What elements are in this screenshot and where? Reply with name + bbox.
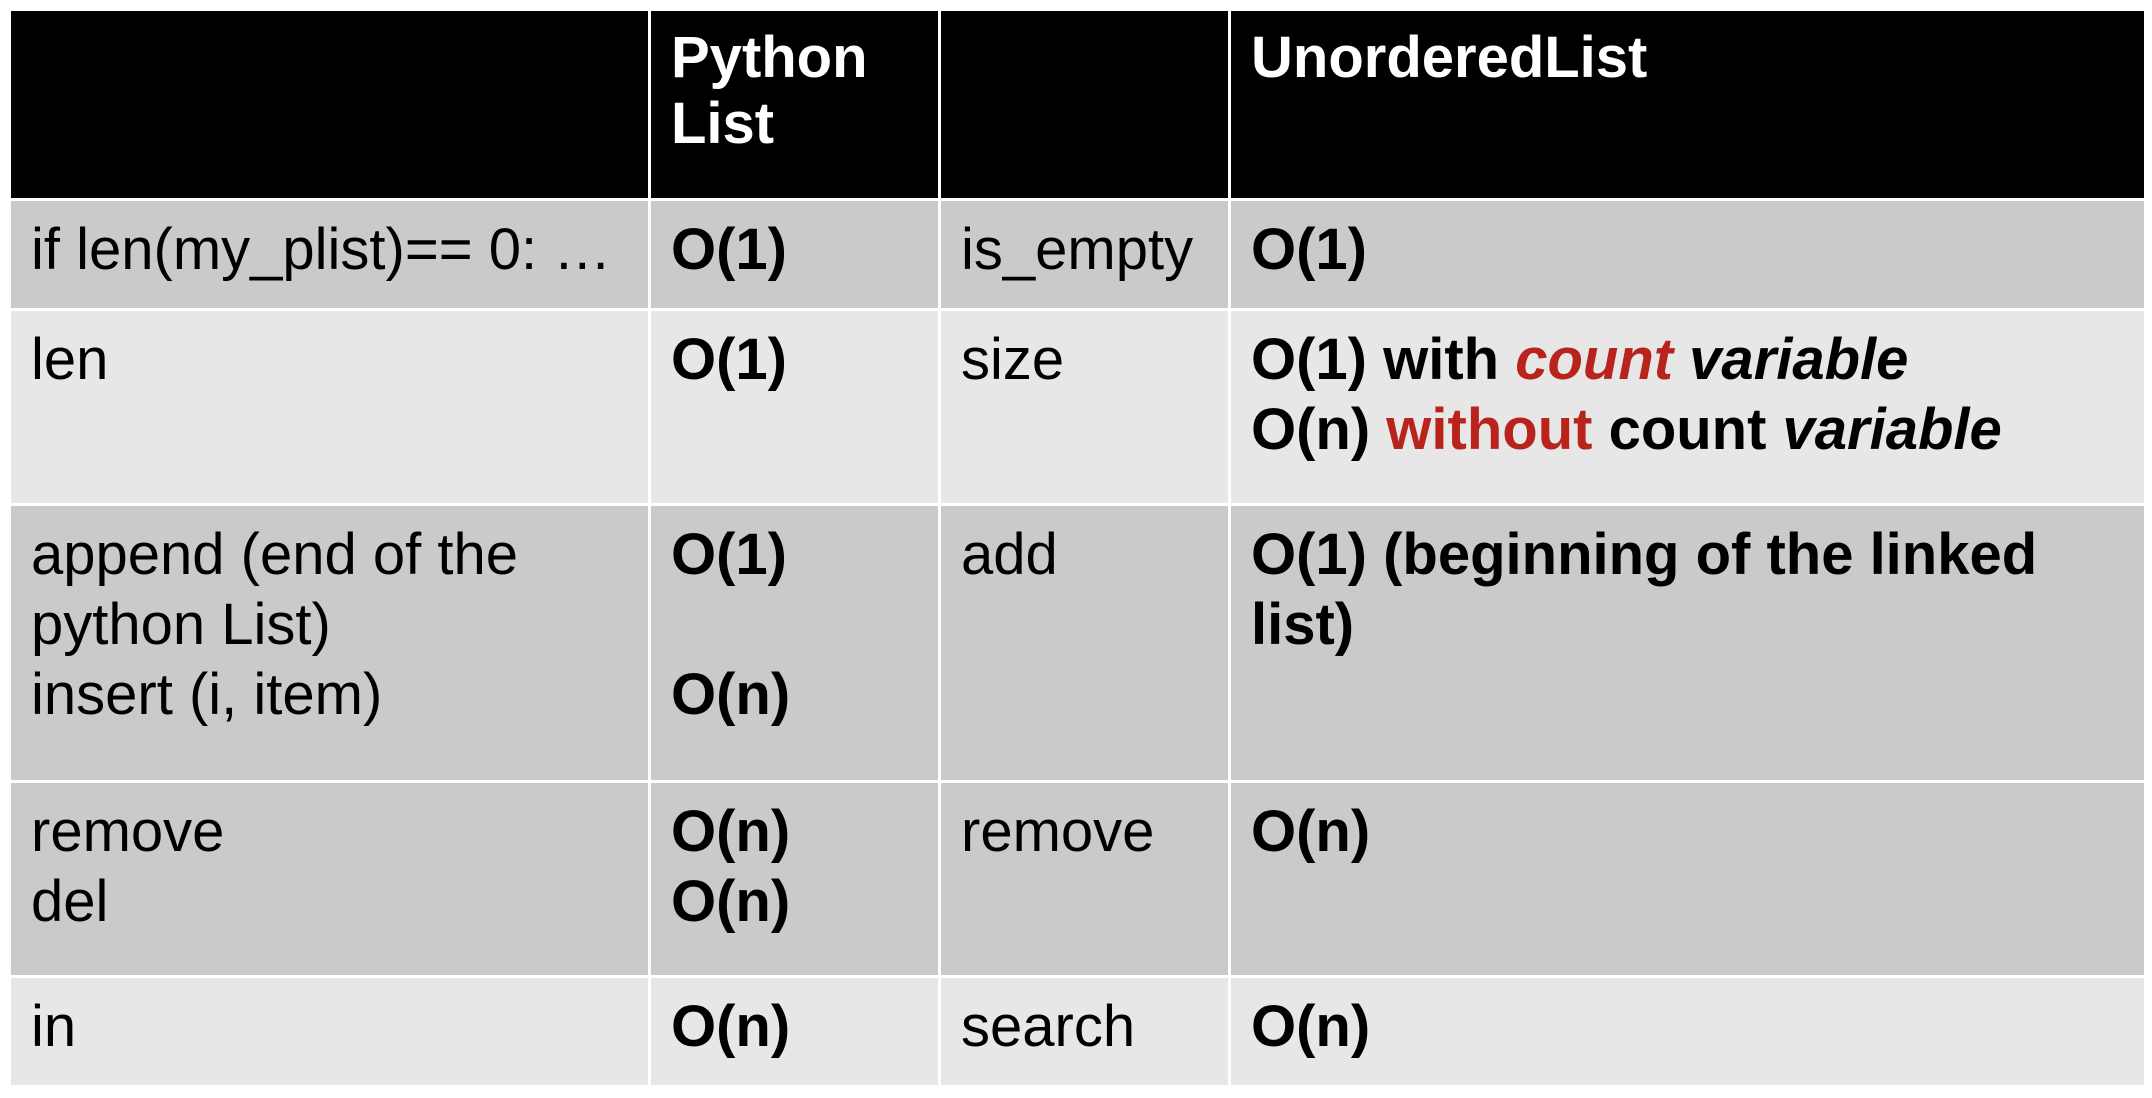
table-row: remove del O(n) O(n) remove O(n) (8, 780, 2147, 978)
unordered-list-complexity-cell: O(1) (beginning of the linked list) (1228, 503, 2147, 783)
unordered-list-complexity-cell: O(1) with count variable O(n) without co… (1228, 308, 2147, 506)
unordered-list-complexity-cell: O(1) (1228, 198, 2147, 311)
count-highlight: count (1515, 327, 1674, 392)
table-row: len O(1) size O(1) with count variable O… (8, 308, 2147, 506)
python-complexity-cell: O(1) (648, 198, 941, 311)
unordered-list-operation-cell: remove (938, 780, 1231, 978)
unordered-list-operation-cell: is_empty (938, 198, 1231, 311)
complexity-comparison-table: Python List UnorderedList if len(my_plis… (8, 8, 2147, 1088)
table-row: append (end of the python List) insert (… (8, 503, 2147, 783)
size-complexity-with-count: O(1) with count variable (1251, 327, 1909, 392)
unordered-list-operation-cell: add (938, 503, 1231, 783)
python-operation-cell: append (end of the python List) insert (… (8, 503, 651, 783)
unordered-list-complexity-cell: O(n) (1228, 975, 2147, 1088)
header-cell-blank-2 (938, 8, 1231, 201)
python-complexity-cell: O(1) (648, 308, 941, 506)
size-complexity-without-count: O(n) without count variable (1251, 397, 2002, 462)
table-header-row: Python List UnorderedList (8, 8, 2147, 201)
table-row: if len(my_plist)== 0: … O(1) is_empty O(… (8, 198, 2147, 311)
header-cell-blank-1 (8, 8, 651, 201)
header-cell-python-list: Python List (648, 8, 941, 201)
table-row: in O(n) search O(n) (8, 975, 2147, 1088)
unordered-list-operation-cell: size (938, 308, 1231, 506)
unordered-list-complexity-cell: O(n) (1228, 780, 2147, 978)
python-operation-cell: if len(my_plist)== 0: … (8, 198, 651, 311)
python-operation-cell: remove del (8, 780, 651, 978)
header-cell-unordered-list: UnorderedList (1228, 8, 2147, 201)
python-complexity-cell: O(1) O(n) (648, 503, 941, 783)
python-operation-cell: len (8, 308, 651, 506)
python-operation-cell: in (8, 975, 651, 1088)
unordered-list-operation-cell: search (938, 975, 1231, 1088)
python-complexity-cell: O(n) O(n) (648, 780, 941, 978)
without-highlight: without (1386, 397, 1593, 462)
python-complexity-cell: O(n) (648, 975, 941, 1088)
